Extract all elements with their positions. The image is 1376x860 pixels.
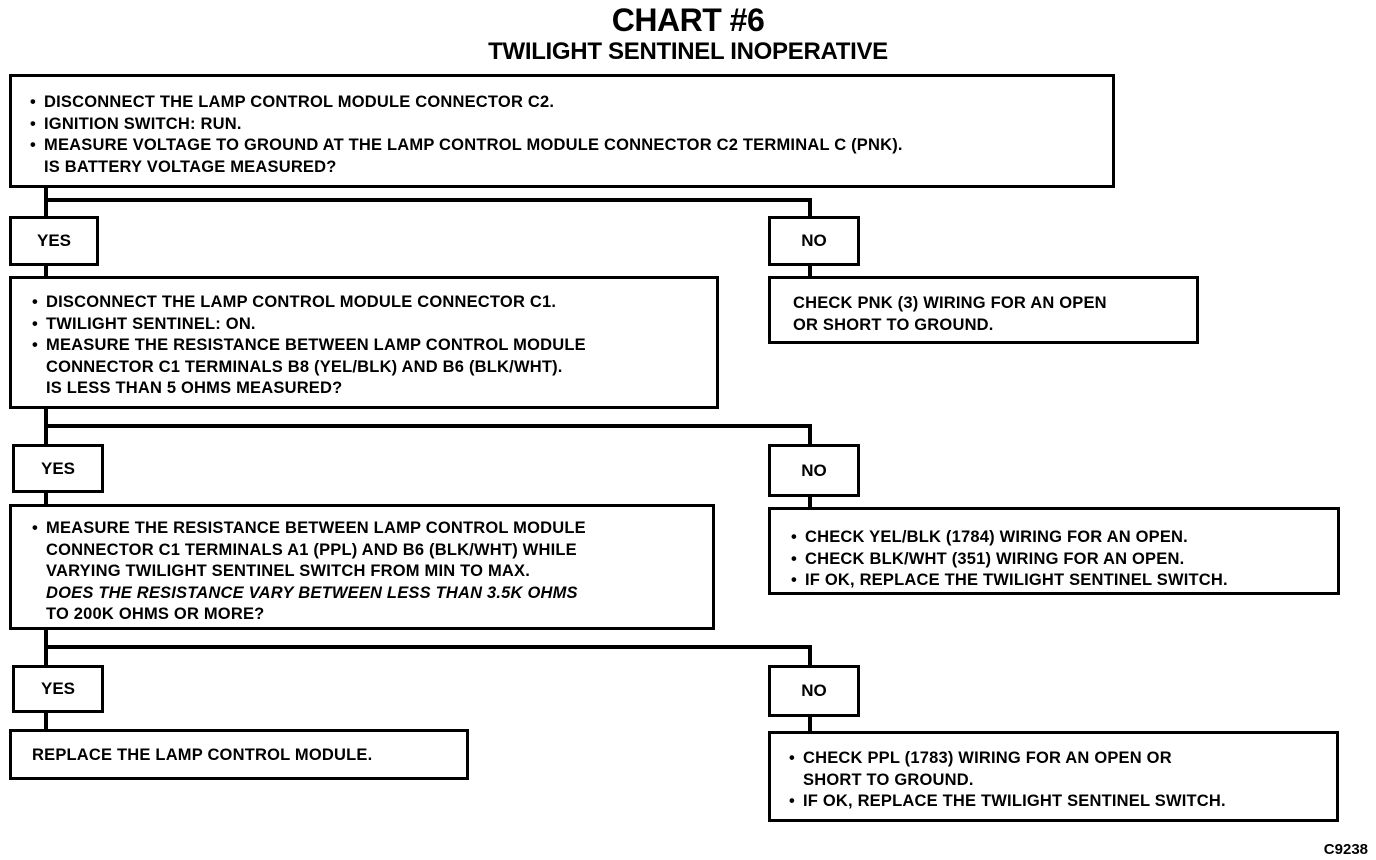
step3-box: MEASURE THE RESISTANCE BETWEEN LAMP CONT… [9,504,715,630]
no-label: NO [768,444,860,497]
step1-question: IS BATTERY VOLTAGE MEASURED? [44,157,337,176]
yes3-box: REPLACE THE LAMP CONTROL MODULE. [9,729,469,780]
no2-box: CHECK YEL/BLK (1784) WIRING FOR AN OPEN.… [768,507,1340,595]
connector-line [808,198,812,218]
yes3-text: REPLACE THE LAMP CONTROL MODULE. [32,746,373,764]
no3-bullet: IF OK, REPLACE THE TWILIGHT SENTINEL SWI… [789,791,1336,813]
connector-line [44,198,812,202]
step3-question: DOES THE RESISTANCE VARY BETWEEN LESS TH… [46,583,578,602]
connector-line [808,424,812,446]
no3-cont: SHORT TO GROUND. [803,770,974,789]
connector-line [44,645,812,649]
step1-bullet: MEASURE VOLTAGE TO GROUND AT THE LAMP CO… [30,135,1112,157]
step2-bullet: MEASURE THE RESISTANCE BETWEEN LAMP CONT… [32,335,716,357]
yes-label: YES [12,444,104,493]
step2-question: IS LESS THAN 5 OHMS MEASURED? [46,379,343,397]
yes-label: YES [12,665,104,713]
connector-line [808,264,812,278]
no-label: NO [768,216,860,266]
step2-bullet: DISCONNECT THE LAMP CONTROL MODULE CONNE… [32,292,716,314]
no-label: NO [768,665,860,717]
no2-bullet: CHECK BLK/WHT (351) WIRING FOR AN OPEN. [791,549,1337,571]
step3-question: TO 200K OHMS OR MORE? [46,605,265,623]
connector-line [44,424,812,428]
step1-bullet: DISCONNECT THE LAMP CONTROL MODULE CONNE… [30,92,1112,114]
connector-line [44,186,48,218]
connector-line [808,645,812,667]
no1-line: CHECK PNK (3) WIRING FOR AN OPEN [793,294,1107,312]
step1-box: DISCONNECT THE LAMP CONTROL MODULE CONNE… [9,74,1115,188]
connector-line [808,715,812,733]
step1-bullet: IGNITION SWITCH: RUN. [30,114,1112,136]
no3-bullet: CHECK PPL (1783) WIRING FOR AN OPEN OR [789,748,1336,770]
no1-line: OR SHORT TO GROUND. [793,315,994,334]
connector-line [44,264,48,278]
chart-title: CHART #6 [611,2,765,38]
step2-bullet: TWILIGHT SENTINEL: ON. [32,314,716,336]
no2-bullet: IF OK, REPLACE THE TWILIGHT SENTINEL SWI… [791,570,1337,592]
step2-box: DISCONNECT THE LAMP CONTROL MODULE CONNE… [9,276,719,409]
step2-cont: CONNECTOR C1 TERMINALS B8 (YEL/BLK) AND … [46,357,563,376]
connector-line [808,495,812,509]
step3-bullet: MEASURE THE RESISTANCE BETWEEN LAMP CONT… [32,518,712,540]
yes-label: YES [9,216,99,266]
no2-bullet: CHECK YEL/BLK (1784) WIRING FOR AN OPEN. [791,527,1337,549]
no3-box: CHECK PPL (1783) WIRING FOR AN OPEN OR S… [768,731,1339,822]
connector-line [44,711,48,731]
step3-cont: CONNECTOR C1 TERMINALS A1 (PPL) AND B6 (… [46,540,577,559]
connector-line [44,491,48,506]
figure-code: C9238 [1323,841,1368,858]
step3-cont: VARYING TWILIGHT SENTINEL SWITCH FROM MI… [46,562,531,580]
chart-subtitle: TWILIGHT SENTINEL INOPERATIVE [488,38,888,65]
no1-box: CHECK PNK (3) WIRING FOR AN OPEN OR SHOR… [768,276,1199,344]
